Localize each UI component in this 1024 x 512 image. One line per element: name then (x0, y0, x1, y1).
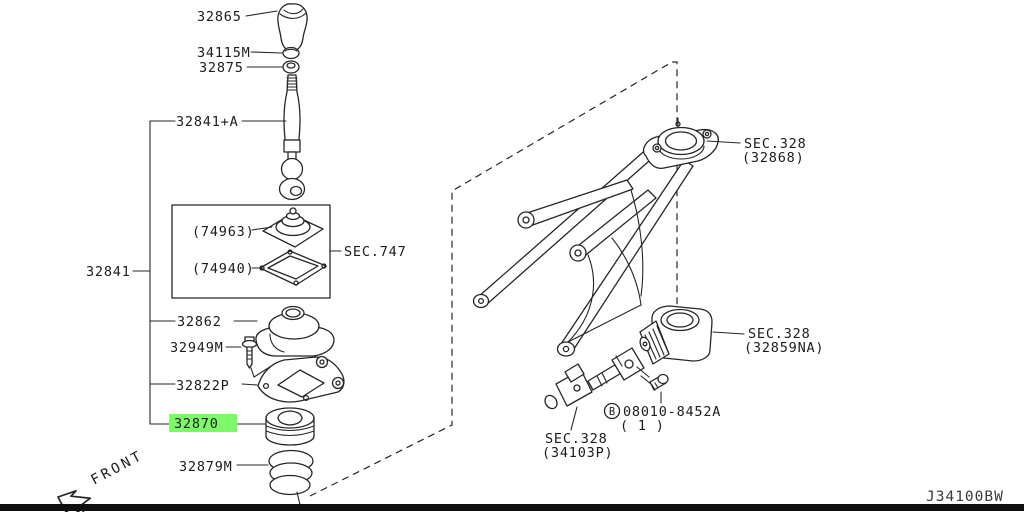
spring-drawing (268, 449, 314, 506)
svg-text:08010-8452A[interactable]: 08010-8452A (623, 404, 721, 420)
svg-text:(34103P)[interactable]: (34103P) (542, 445, 613, 461)
svg-text:B: B (609, 406, 615, 418)
svg-text:SEC.328[interactable]: SEC.328 (748, 326, 811, 342)
inner-boot-drawing (262, 207, 324, 248)
svg-text:( 1 ): ( 1 ) (620, 418, 665, 434)
svg-text:SEC.328[interactable]: SEC.328 (744, 136, 807, 152)
leader-lines (132, 10, 745, 466)
part-label-32879m[interactable]: 32879M (179, 459, 233, 475)
part-label-32862[interactable]: 32862 (177, 314, 222, 330)
shift-knob-drawing (277, 3, 308, 52)
circled-b-icon (603, 402, 621, 420)
front-direction-indicator: FRONT (57, 448, 146, 512)
part-label-34115m[interactable]: 34115M (197, 45, 251, 61)
insulator-ring-drawing (265, 407, 315, 446)
section-ref-34103p[interactable]: SEC.328 (34103P) (542, 431, 613, 461)
part-label-32841a[interactable]: 32841+A (176, 114, 239, 130)
bolt-b-drawing (636, 366, 669, 391)
part-label-32949m[interactable]: 32949M (170, 340, 224, 356)
part-label-32865[interactable]: 32865 (197, 9, 242, 25)
footer-bar (0, 504, 1024, 511)
front-label: FRONT (88, 448, 146, 489)
section-ref-32859na[interactable]: SEC.328 (32859NA) (744, 326, 824, 356)
part-label-74940[interactable]: (74940) (192, 261, 255, 277)
part-label-32841[interactable]: 32841 (86, 264, 131, 280)
part-label-32875[interactable]: 32875 (199, 60, 244, 76)
svg-text:(32859NA)[interactable]: (32859NA) (744, 340, 824, 356)
upper-boot-drawing (255, 305, 335, 357)
section-divider-dashed-lines (309, 61, 678, 497)
highlight-box (169, 414, 237, 432)
section-ref-32868[interactable]: SEC.328 (32868) (742, 136, 807, 166)
svg-text:SEC.328[interactable]: SEC.328 (545, 431, 608, 447)
gasket-drawing (259, 249, 327, 286)
bushing-ring-drawing (282, 60, 300, 74)
part-label-74963[interactable]: (74963) (192, 224, 255, 240)
bolt-ref-08010-8452a[interactable]: B 08010-8452A ( 1 ) (603, 402, 722, 435)
diagram-code: J34100BW (926, 489, 1004, 505)
shift-lever-drawing (278, 74, 306, 201)
sec747-box-drawing (171, 204, 331, 299)
part-label-32870[interactable]: 32870 (174, 416, 219, 432)
damper-ring-drawing (282, 46, 300, 60)
support-bracket-drawing (472, 117, 719, 357)
svg-text:(32868)[interactable]: (32868) (742, 150, 805, 166)
control-rod-joint-drawing (544, 347, 645, 410)
section-ref-747[interactable]: SEC.747 (344, 244, 407, 260)
mounting-plate-drawing (257, 355, 345, 403)
highlighted-part-32870[interactable]: 32870 (169, 414, 237, 432)
part-label-32822p[interactable]: 32822P (176, 378, 230, 394)
insulator-block-drawing (639, 305, 713, 365)
